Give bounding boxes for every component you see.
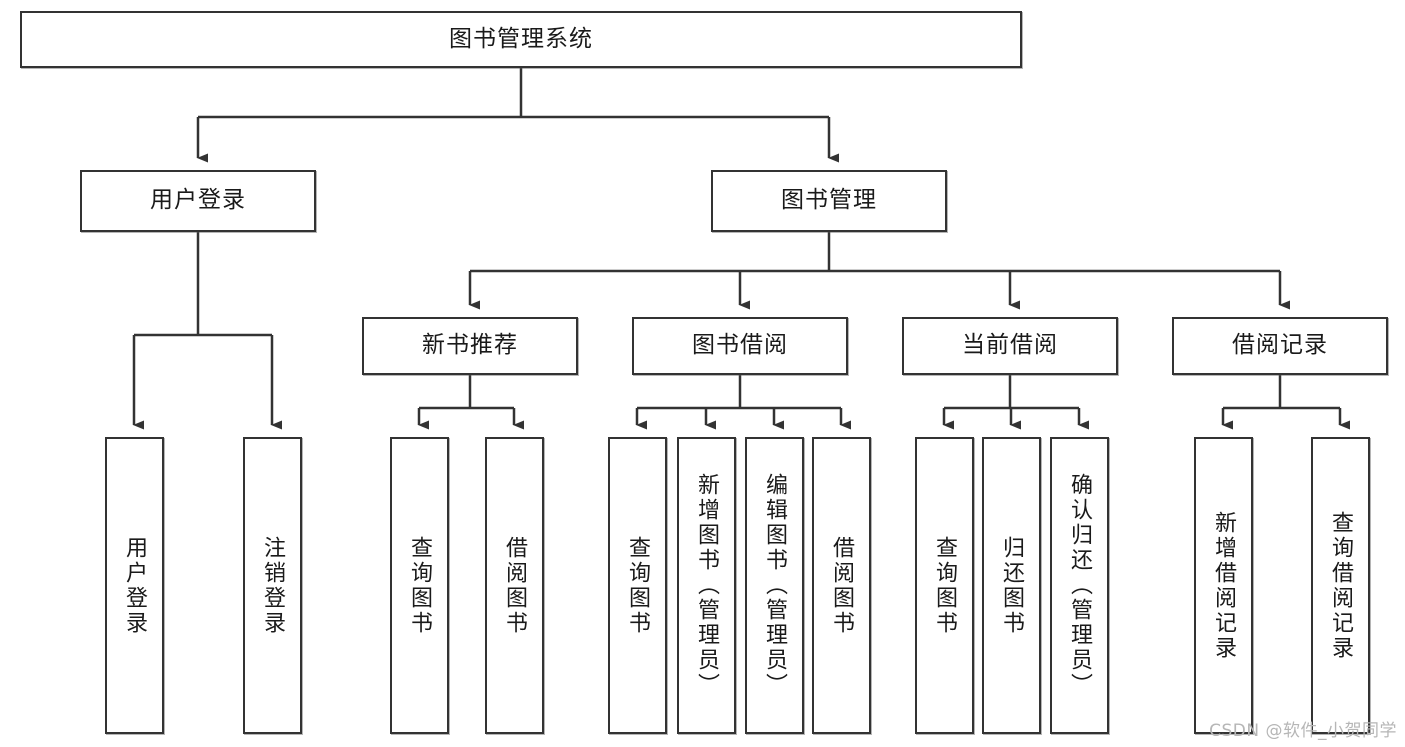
node-book-borrow[interactable]: 图书借阅 [632,317,848,375]
node-label: 注销登录 [260,535,286,636]
node-label: 确认归还（管理员） [1067,473,1093,698]
node-label: 查询图书 [625,535,651,636]
node-label: 图书管理 [781,187,877,214]
node-label: 新书推荐 [422,332,518,359]
leaf-user-login[interactable]: 用户登录 [105,437,164,734]
node-label: 查询图书 [407,535,433,636]
leaf-borrow-borrow-book[interactable]: 借阅图书 [812,437,871,734]
leaf-user-logout[interactable]: 注销登录 [243,437,302,734]
node-label: 用户登录 [122,535,148,636]
node-label: 新增图书（管理员） [694,473,720,698]
node-new-book-recommend[interactable]: 新书推荐 [362,317,578,375]
node-current-borrow[interactable]: 当前借阅 [902,317,1118,375]
node-label: 用户登录 [150,187,246,214]
node-label: 图书管理系统 [449,25,593,52]
node-label: 查询图书 [932,535,958,636]
node-borrow-records[interactable]: 借阅记录 [1172,317,1388,375]
node-label: 借阅图书 [502,535,528,636]
node-label: 当前借阅 [962,332,1058,359]
node-root-system[interactable]: 图书管理系统 [20,11,1022,68]
node-label: 借阅记录 [1232,332,1328,359]
node-label: 归还图书 [999,535,1025,636]
node-label: 借阅图书 [829,535,855,636]
leaf-current-confirm-return-admin[interactable]: 确认归还（管理员） [1050,437,1109,734]
leaf-newbook-query-book[interactable]: 查询图书 [390,437,449,734]
node-label: 图书借阅 [692,332,788,359]
leaf-borrow-add-book-admin[interactable]: 新增图书（管理员） [677,437,736,734]
leaf-borrow-edit-book-admin[interactable]: 编辑图书（管理员） [745,437,804,734]
leaf-borrow-query-book[interactable]: 查询图书 [608,437,667,734]
node-label: 新增借阅记录 [1211,510,1237,661]
node-book-management[interactable]: 图书管理 [711,170,947,232]
leaf-newbook-borrow-book[interactable]: 借阅图书 [485,437,544,734]
node-label: 查询借阅记录 [1328,510,1354,661]
leaf-current-query-book[interactable]: 查询图书 [915,437,974,734]
node-user-login[interactable]: 用户登录 [80,170,316,232]
leaf-current-return-book[interactable]: 归还图书 [982,437,1041,734]
leaf-records-add-record[interactable]: 新增借阅记录 [1194,437,1253,734]
node-label: 编辑图书（管理员） [762,473,788,698]
leaf-records-query-record[interactable]: 查询借阅记录 [1311,437,1370,734]
watermark: CSDN @软件_小贺同学 [1209,721,1397,741]
